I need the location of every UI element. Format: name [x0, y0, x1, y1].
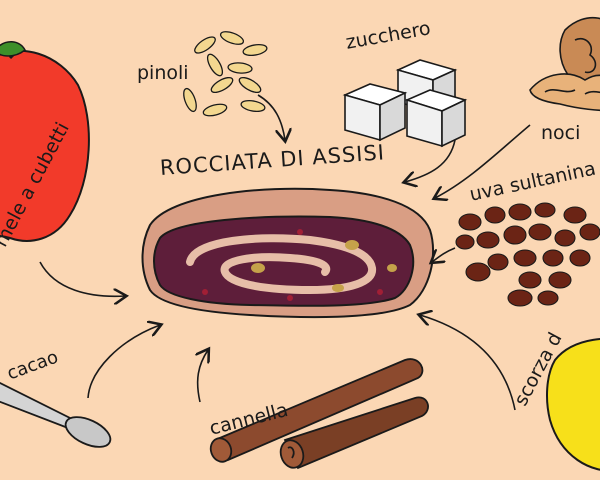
- sugar-cubes-icon: [342, 59, 468, 148]
- arrow-cacao: [87, 325, 160, 399]
- walnut-icon: [529, 16, 600, 112]
- arrow-uva: [432, 247, 456, 262]
- apple-icon: [0, 41, 90, 242]
- label-noci: noci: [541, 122, 581, 144]
- arrow-mele: [39, 261, 125, 296]
- raisins-icon: [455, 202, 600, 307]
- arrow-scorza: [420, 315, 516, 411]
- arrow-zucchero: [405, 139, 456, 182]
- pine-nuts-icon: [183, 31, 268, 117]
- arrow-noci: [435, 124, 531, 198]
- cinnamon-sticks-icon: [209, 358, 429, 470]
- arrow-pinoli: [257, 94, 285, 140]
- label-pinoli: pinoli: [137, 62, 189, 84]
- rocciata-cake-icon: [141, 187, 434, 319]
- spoon-icon: [0, 381, 112, 448]
- arrow-cannella: [198, 350, 208, 403]
- lemon-icon: [546, 338, 600, 471]
- arrows: [39, 94, 531, 411]
